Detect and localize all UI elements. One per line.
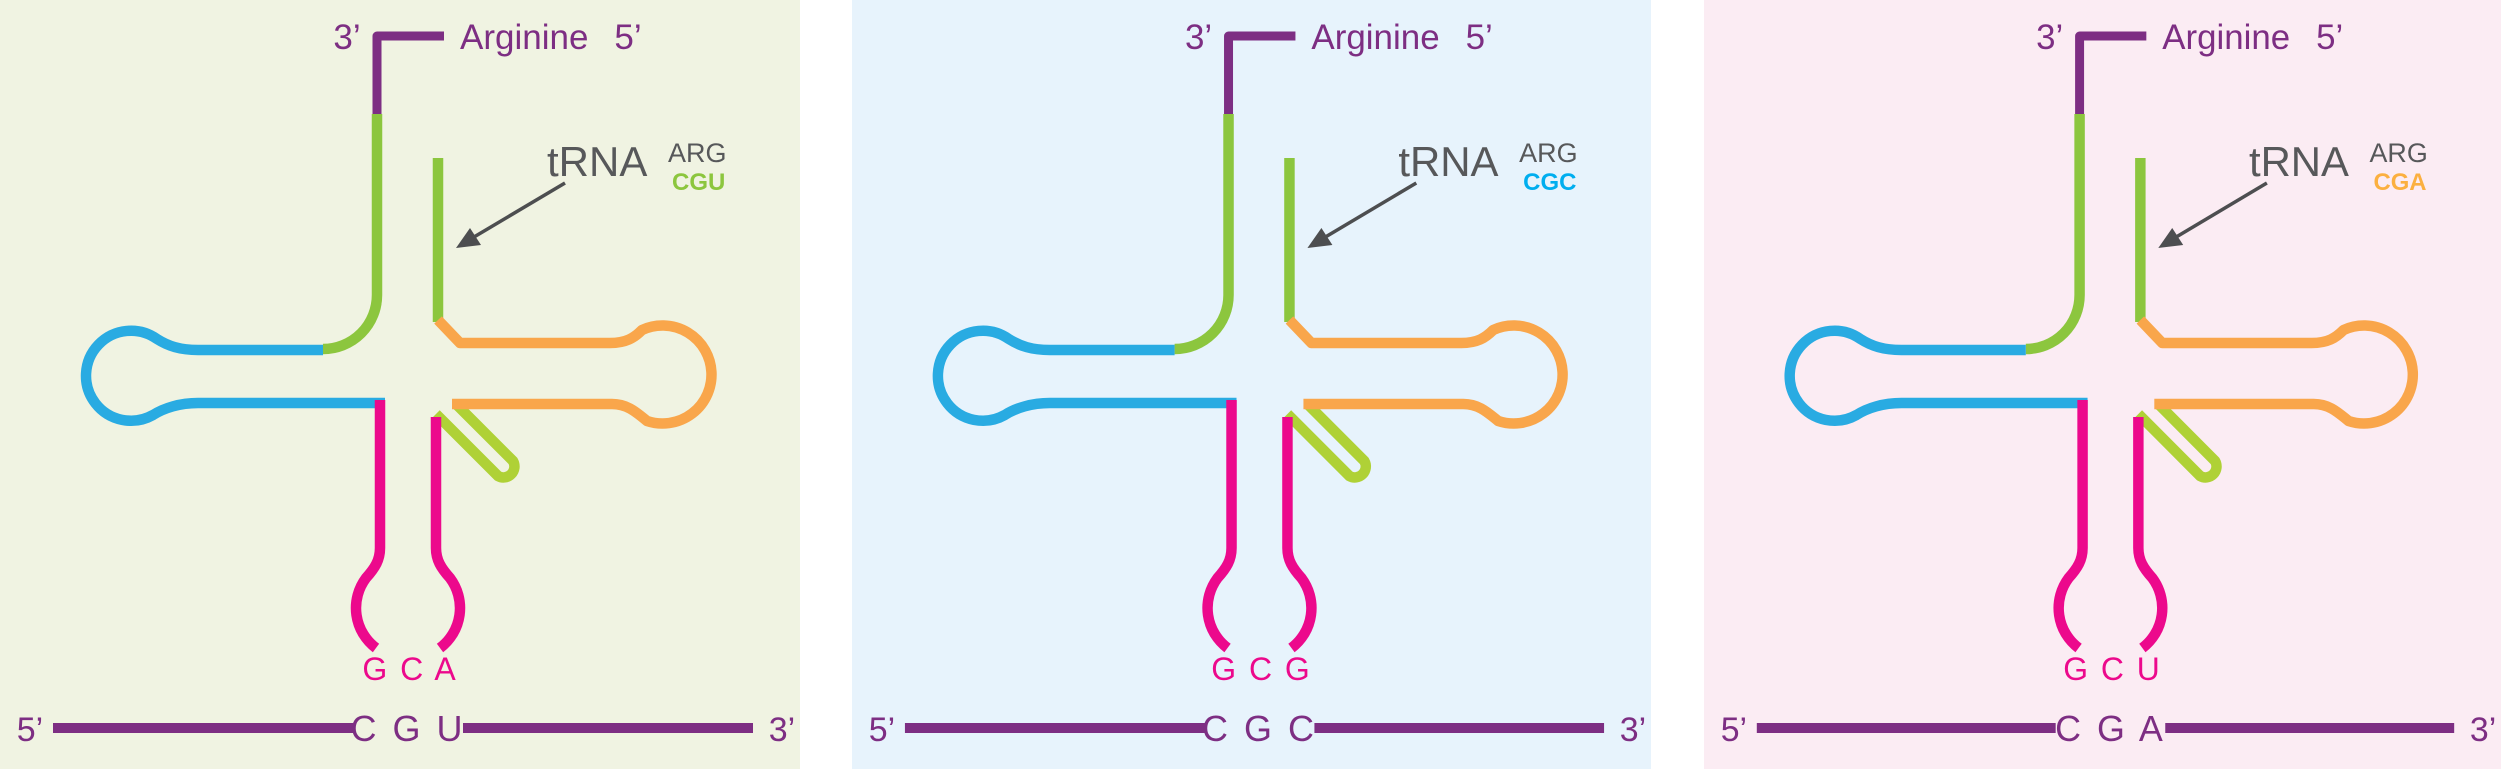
arrowhead-icon <box>456 228 481 248</box>
trna-anticodon-subscript: CGU <box>672 169 725 196</box>
trna-superscript-label: ARG <box>1519 138 1577 168</box>
d-arm <box>1784 325 2088 426</box>
mrna-3prime-label: 3’ <box>2470 711 2496 749</box>
mrna-3prime-label: 3’ <box>1620 711 1646 749</box>
anticodon-stem-right <box>2133 417 2168 653</box>
variable-loop <box>2134 401 2222 483</box>
label-arrow-line <box>473 181 566 239</box>
codon-letters: C G A <box>2055 708 2166 749</box>
trna-3prime-label: 3’ <box>333 18 360 57</box>
trna-anticodon-subscript: CGC <box>1523 169 1576 196</box>
acceptor-stem-3prime <box>1174 114 1234 355</box>
t-arm <box>434 316 717 429</box>
panel-background <box>0 0 800 769</box>
anticodon-letters: G C G <box>1211 651 1312 687</box>
label-arrow-line <box>2175 181 2268 239</box>
panel-trna-arg-cgu: 3’ Arginine 5’ tRNA ARG CGU G C A C G U … <box>0 0 800 769</box>
amino-acid-linker <box>1224 31 1296 118</box>
anticodon-stem-right <box>1282 417 1317 653</box>
mrna-5prime-label: 5’ <box>17 711 43 749</box>
mrna-3prime-label: 3’ <box>769 711 795 749</box>
trna-name-label: tRNA <box>547 138 647 185</box>
trna-5prime-label: 5’ <box>1466 18 1493 57</box>
anticodon-letters: G C A <box>362 651 457 687</box>
trna-cloverleaf-diagram: 3’ Arginine 5’ tRNA ARG CGA G C U C G A … <box>1704 0 2501 769</box>
panel-background <box>852 0 1651 769</box>
variable-loop <box>432 401 520 483</box>
arrowhead-icon <box>1307 228 1333 248</box>
amino-acid-label: Arginine <box>460 18 588 57</box>
amino-acid-linker <box>372 31 444 118</box>
codon-letters: C G U <box>350 708 465 749</box>
mrna-5prime-label: 5’ <box>1721 711 1747 749</box>
trna-superscript-label: ARG <box>668 138 727 168</box>
arrowhead-icon <box>2158 228 2184 248</box>
t-arm <box>1285 316 1568 429</box>
trna-5prime-label: 5’ <box>614 18 641 57</box>
amino-acid-label: Arginine <box>1311 18 1439 57</box>
trna-cloverleaf-diagram: 3’ Arginine 5’ tRNA ARG CGU G C A C G U … <box>0 0 800 769</box>
panel-trna-arg-cgc: 3’ Arginine 5’ tRNA ARG CGC G C G C G C … <box>852 0 1651 769</box>
variable-loop <box>1283 401 1372 483</box>
trna-anticodon-subscript: CGA <box>2373 169 2426 196</box>
acceptor-stem-3prime <box>322 114 383 355</box>
trna-3prime-label: 3’ <box>1185 18 1212 57</box>
panel-background <box>1704 0 2501 769</box>
d-arm <box>932 325 1237 426</box>
label-arrow-line <box>1324 181 1418 239</box>
anticodon-stem-left <box>350 400 386 653</box>
trna-5prime-label: 5’ <box>2316 18 2343 57</box>
panel-trna-arg-cga: 3’ Arginine 5’ tRNA ARG CGA G C U C G A … <box>1704 0 2501 769</box>
anticodon-stem-right <box>430 417 466 653</box>
anticodon-letters: G C U <box>2063 651 2162 687</box>
amino-acid-linker <box>2075 31 2147 118</box>
codon-letters: C G C <box>1202 708 1317 749</box>
trna-3prime-label: 3’ <box>2036 18 2063 57</box>
trna-name-label: tRNA <box>1398 138 1498 185</box>
anticodon-stem-left <box>2053 400 2088 653</box>
trna-cloverleaf-diagram: 3’ Arginine 5’ tRNA ARG CGC G C G C G C … <box>852 0 1651 769</box>
amino-acid-label: Arginine <box>2162 18 2290 57</box>
acceptor-stem-3prime <box>2025 114 2085 355</box>
mrna-5prime-label: 5’ <box>869 711 895 749</box>
t-arm <box>2136 316 2419 429</box>
trna-superscript-label: ARG <box>2369 138 2427 168</box>
d-arm <box>80 325 385 426</box>
anticodon-stem-left <box>1202 400 1237 653</box>
trna-name-label: tRNA <box>2249 138 2349 185</box>
